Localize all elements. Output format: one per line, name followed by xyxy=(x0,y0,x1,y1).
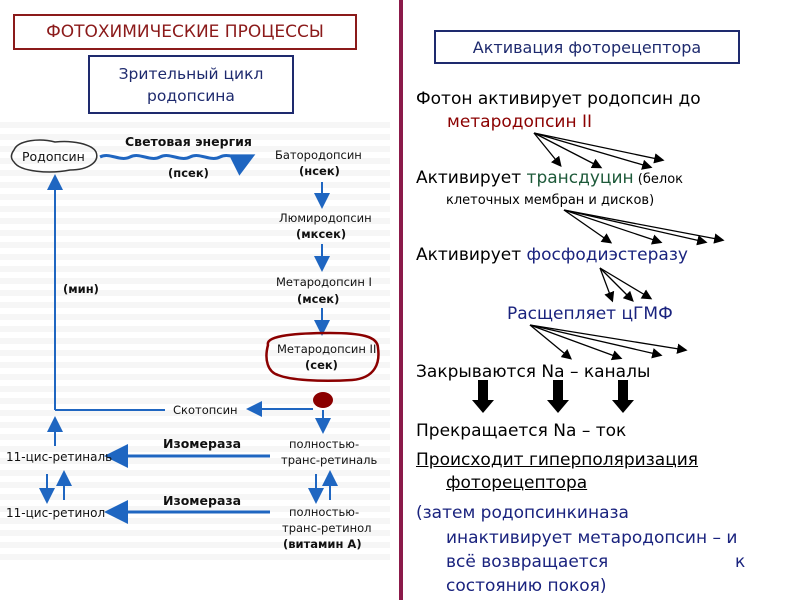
step-na-channels: Закрываются Na – каналы xyxy=(416,362,651,382)
label-mksec: (мксек) xyxy=(296,227,347,241)
step-activates-transducin: Активирует трансдуцин (белок xyxy=(416,168,684,188)
step-rest-state: состоянию покоя) xyxy=(446,576,607,596)
thick-down-arrows xyxy=(472,380,634,413)
step-returns: всё возвращается xyxy=(446,552,609,572)
step-transducin-desc: клеточных мембран и дисков) xyxy=(446,193,655,208)
step-inactivates: инактивирует метародопсин – и xyxy=(446,528,738,548)
slide-title: ФОТОХИМИЧЕСКИЕ ПРОЦЕССЫ xyxy=(13,14,357,50)
label-isomerase-1: Изомераза xyxy=(163,436,242,451)
label-rhodopsin: Родопсин xyxy=(22,149,85,164)
step-photon: Фотон активирует родопсин до xyxy=(416,89,701,109)
label-vitamin-a: (витамин А) xyxy=(283,537,362,551)
label-lumi: Люмиродопсин xyxy=(279,211,372,225)
label-nsec: (нсек) xyxy=(299,164,340,178)
fan-arrows-cgmp xyxy=(529,324,688,361)
step-cgmp: Расщепляет цГМФ xyxy=(507,304,673,324)
step-na-current: Прекращается Na – ток xyxy=(416,421,627,441)
step-hyperpolarization: Происходит гиперполяризация xyxy=(416,450,699,470)
fan-arrows-pde xyxy=(599,267,653,303)
label-cis-retinal: 11-цис-ретиналь xyxy=(6,450,113,464)
label-cis-retinol: 11-цис-ретинол xyxy=(6,506,106,520)
rhodopsin-cycle-diagram xyxy=(10,139,380,524)
label-scotopsin: Скотопсин xyxy=(173,403,238,417)
metarhodopsin2-outline xyxy=(265,331,380,383)
meta2-dot xyxy=(313,392,333,408)
step-photoreceptor: фоторецептора xyxy=(446,473,588,493)
label-meta2: Метародопсин II xyxy=(277,342,377,356)
label-trans-retinal-2: транс-ретиналь xyxy=(281,453,378,467)
step-metarhodopsin2: метародопсин II xyxy=(447,112,593,132)
fan-arrows-photon xyxy=(533,132,665,170)
label-min: (мин) xyxy=(63,282,99,296)
label-trans-retinol-1: полностью- xyxy=(289,505,360,519)
label-trans-retinal-1: полностью- xyxy=(289,437,360,451)
light-energy-arrow xyxy=(99,154,256,176)
fan-arrows-transducin xyxy=(563,209,725,246)
activation-title: Активация фоторецептора xyxy=(434,30,740,64)
vertical-divider xyxy=(399,0,403,600)
label-isomerase-2: Изомераза xyxy=(163,493,242,508)
activation-arrows xyxy=(472,132,725,413)
label-light-energy: Световая энергия xyxy=(125,134,252,149)
step-returns-to: к xyxy=(735,552,746,572)
label-meta1: Метародопсин I xyxy=(276,275,372,289)
label-msec: (мсек) xyxy=(297,292,340,306)
label-trans-retinol-2: транс-ретинол xyxy=(282,521,372,535)
label-psec: (псек) xyxy=(168,166,209,180)
step-rhodopsin-kinase: (затем родопсинкиназа xyxy=(416,503,629,523)
label-sec: (сек) xyxy=(305,358,338,372)
label-batho: Батородопсин xyxy=(275,148,362,162)
rhodopsin-outline xyxy=(10,139,98,173)
diagram-subtitle: Зрительный цикл родопсина xyxy=(88,55,294,114)
step-activates-pde: Активирует фосфодиэстеразу xyxy=(416,245,688,265)
